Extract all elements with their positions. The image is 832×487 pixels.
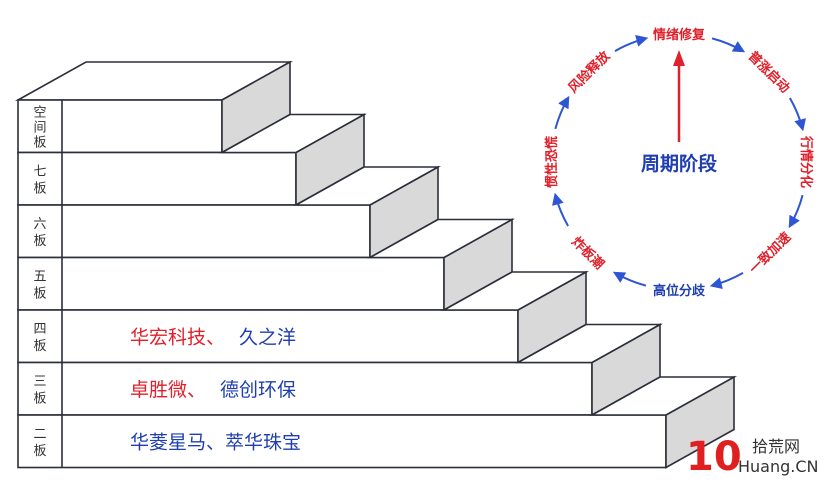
step-tread	[440, 271, 590, 311]
step-tread	[588, 376, 738, 416]
cycle-arrow	[711, 37, 746, 53]
cycle-phase-label: 一致加速	[746, 229, 794, 277]
cycle-phase-label: 风险释放	[565, 47, 614, 96]
cycle-phase-label: 惯性恐慌	[544, 136, 560, 188]
step-label: 三板	[33, 374, 46, 406]
step-label: 空间板	[33, 105, 46, 150]
step-label: 四板	[33, 322, 46, 354]
cycle-arrow	[789, 97, 806, 132]
cycle-center-label: 周期阶段	[641, 152, 718, 175]
step-front-face	[17, 204, 371, 259]
step-front-face	[17, 361, 593, 416]
step-front-face	[17, 256, 445, 311]
stock-names: 华宏科技、久之洋	[130, 326, 296, 348]
cycle-phase-label: 情绪修复	[653, 27, 706, 43]
cycle-phase-label: 普涨启动	[745, 48, 793, 96]
step-label: 二板	[33, 427, 46, 459]
watermark-cn-text: 拾荒网	[752, 437, 800, 456]
cycle-arrow	[614, 35, 649, 52]
step-front-face	[17, 99, 223, 154]
cycle-arrow	[552, 192, 569, 227]
step-label: 五板	[33, 269, 46, 301]
cycle-arrow	[554, 95, 570, 130]
step-tread	[366, 218, 516, 259]
step-front-face	[17, 151, 297, 206]
step-tread	[514, 323, 664, 364]
step-front-face	[17, 414, 667, 469]
watermark-en-text: Huang.CN	[738, 457, 819, 476]
step-label: 七板	[33, 164, 46, 196]
step-label: 六板	[33, 217, 46, 249]
watermark-number: 10	[686, 434, 742, 480]
cycle-phase-label: 高位分歧	[653, 283, 706, 299]
stock-names: 华菱星马、萃华珠宝	[130, 431, 301, 453]
cycle-phase-label: 炸板潮	[568, 234, 607, 273]
cycle-arrow	[612, 271, 647, 287]
cycle-phase-label: 行情分化	[798, 135, 814, 188]
step-tread	[218, 113, 368, 154]
stock-names: 卓胜微、德创环保	[130, 379, 296, 401]
step-tread	[292, 166, 442, 206]
step-front-face	[17, 309, 519, 364]
pointer-arrow-head	[673, 50, 685, 66]
cycle-arrow	[788, 194, 804, 229]
cycle-arrow	[709, 272, 744, 289]
